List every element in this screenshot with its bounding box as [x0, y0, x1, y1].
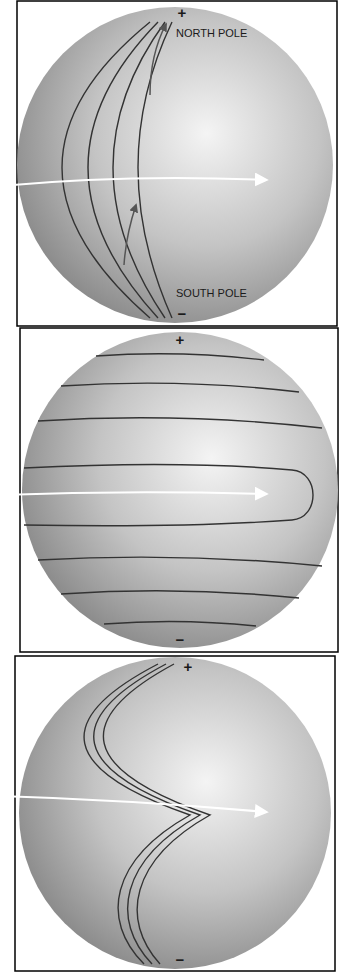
motion-arrow — [0, 796, 266, 812]
field-line — [62, 22, 150, 318]
field-line — [94, 664, 200, 964]
sphere — [19, 657, 331, 969]
field-line — [103, 664, 210, 964]
panel-frame — [15, 656, 335, 971]
field-line — [24, 464, 313, 525]
field-line — [38, 418, 322, 428]
pole-label: SOUTH POLE — [176, 288, 247, 299]
field-line — [113, 22, 165, 318]
pole-sign: − — [176, 952, 185, 967]
pole-sign: + — [178, 5, 187, 20]
pole-sign: − — [178, 306, 187, 321]
panel-frame — [17, 1, 337, 326]
field-line — [138, 22, 172, 318]
motion-arrow — [0, 178, 266, 186]
field-lines — [62, 22, 172, 318]
field-line — [61, 591, 299, 598]
panel-frame — [20, 328, 338, 652]
pole-label: NORTH POLE — [176, 28, 247, 39]
field-line — [84, 664, 190, 964]
pole-sign: + — [176, 332, 185, 347]
direction-arrow — [124, 205, 136, 265]
field-line — [96, 354, 264, 360]
field-lines — [24, 354, 322, 626]
field-lines — [84, 664, 210, 964]
direction-arrow — [150, 24, 166, 95]
sphere — [22, 332, 338, 648]
sphere — [17, 7, 333, 323]
pole-sign: − — [176, 632, 185, 647]
pole-sign: + — [184, 659, 193, 674]
field-line — [104, 621, 256, 626]
motion-arrow — [0, 492, 266, 495]
field-line — [61, 383, 299, 392]
field-line — [88, 22, 158, 318]
field-line — [38, 557, 322, 566]
